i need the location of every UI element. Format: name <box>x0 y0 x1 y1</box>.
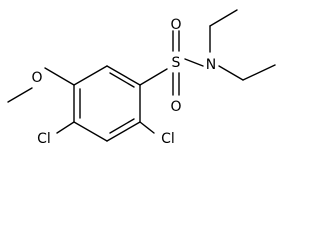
atom-label-methoxy-oxygen: O <box>31 70 42 86</box>
ring-double-bond-inner-1 <box>109 72 135 88</box>
ring-double-bond-inner-2 <box>109 118 135 134</box>
ring-bond-bottom-left <box>73 121 108 142</box>
ring-bond-bottom-right <box>106 121 141 142</box>
substituent-bonds <box>7 9 276 134</box>
bond-ethyl-right-to-methyl <box>242 64 276 81</box>
bond-methoxy-o-to-methyl <box>7 87 33 103</box>
atom-label-sulfur: S <box>172 55 181 71</box>
atom-labels: O S O O N Cl Cl <box>31 17 216 147</box>
bond-ring-to-cl-right <box>139 121 155 134</box>
atom-label-nitrogen: N <box>206 57 216 73</box>
atom-label-sulfonyl-oxygen-top: O <box>170 17 181 33</box>
bond-ring-to-methoxy-o <box>44 67 75 86</box>
atom-label-chlorine-left: Cl <box>37 131 51 147</box>
atom-label-sulfonyl-oxygen-bottom: O <box>170 99 181 115</box>
benzene-ring <box>73 65 141 142</box>
ring-bond-top-left <box>73 65 108 86</box>
ring-bond-top <box>106 65 141 86</box>
bond-n-to-ethyl-right <box>218 65 244 81</box>
atom-label-chlorine-right: Cl <box>161 131 175 147</box>
bond-ethyl-up-to-methyl <box>209 9 238 27</box>
bond-ring-to-s <box>139 68 168 86</box>
bond-s-to-n <box>184 58 204 67</box>
chemical-structure-diagram: O S O O N Cl Cl <box>7 9 276 147</box>
bond-ring-to-cl-left <box>56 121 75 134</box>
